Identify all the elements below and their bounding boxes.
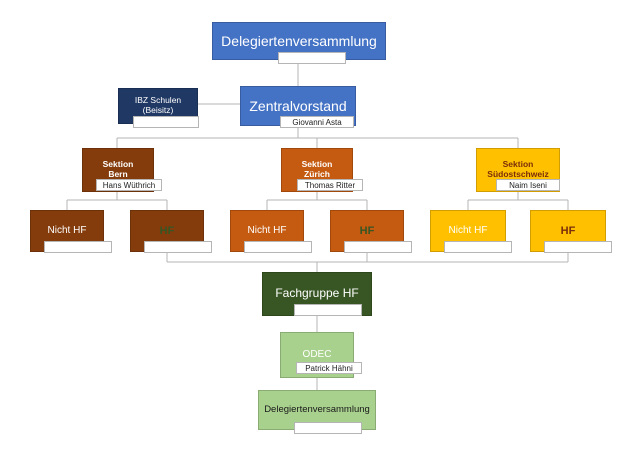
sektion-suedostschweiz-name: Südostschweiz (487, 169, 549, 179)
zurich-hf-person (344, 241, 412, 253)
ibz-schulen-person (133, 116, 199, 128)
suedost-hf-label: HF (560, 224, 576, 237)
sektion-zurich-name: Zürich (304, 169, 330, 179)
sektion-suedostschweiz-person: Naim Iseni (496, 179, 560, 191)
ibz-schulen-label: IBZ Schulen (134, 95, 182, 106)
sektion-bern-name: Bern (108, 169, 128, 179)
delegiertenversammlung-top-person (278, 52, 346, 64)
suedost-nicht-hf-label: Nicht HF (448, 225, 488, 237)
suedost-hf-person (544, 241, 612, 253)
zentralvorstand-title: Zentralvorstand (249, 97, 347, 114)
delegiertenversammlung-bottom-person (294, 422, 362, 434)
odec-person: Patrick Hähni (296, 362, 362, 374)
zurich-nicht-hf-label: Nicht HF (247, 225, 287, 237)
sektion-suedostschweiz-label: Sektion (502, 159, 534, 170)
zurich-hf-label: HF (359, 224, 375, 237)
zurich-nicht-hf-person (244, 241, 312, 253)
bern-hf-label: HF (159, 224, 175, 237)
bern-hf-person (144, 241, 212, 253)
delegiertenversammlung-top-title: Delegiertenversammlung (221, 32, 377, 49)
sektion-zurich-person: Thomas Ritter (297, 179, 363, 191)
fachgruppe-hf-person (294, 304, 362, 316)
sektion-zurich-label: Sektion (301, 159, 333, 170)
odec-title: ODEC (302, 349, 332, 361)
bern-nicht-hf-label: Nicht HF (47, 225, 87, 237)
delegiertenversammlung-bottom-title: Delegiertenversammlung (264, 403, 370, 415)
suedost-nicht-hf-person (444, 241, 512, 253)
bern-nicht-hf-person (44, 241, 112, 253)
delegiertenversammlung-top-box: Delegiertenversammlung (212, 22, 386, 60)
sektion-bern-person: Hans Wüthrich (96, 179, 162, 191)
fachgruppe-hf-title: Fachgruppe HF (275, 286, 359, 301)
sektion-bern-label: Sektion (102, 159, 134, 170)
ibz-schulen-sublabel: (Beisitz) (142, 105, 174, 115)
zentralvorstand-person: Giovanni Asta (280, 116, 354, 128)
